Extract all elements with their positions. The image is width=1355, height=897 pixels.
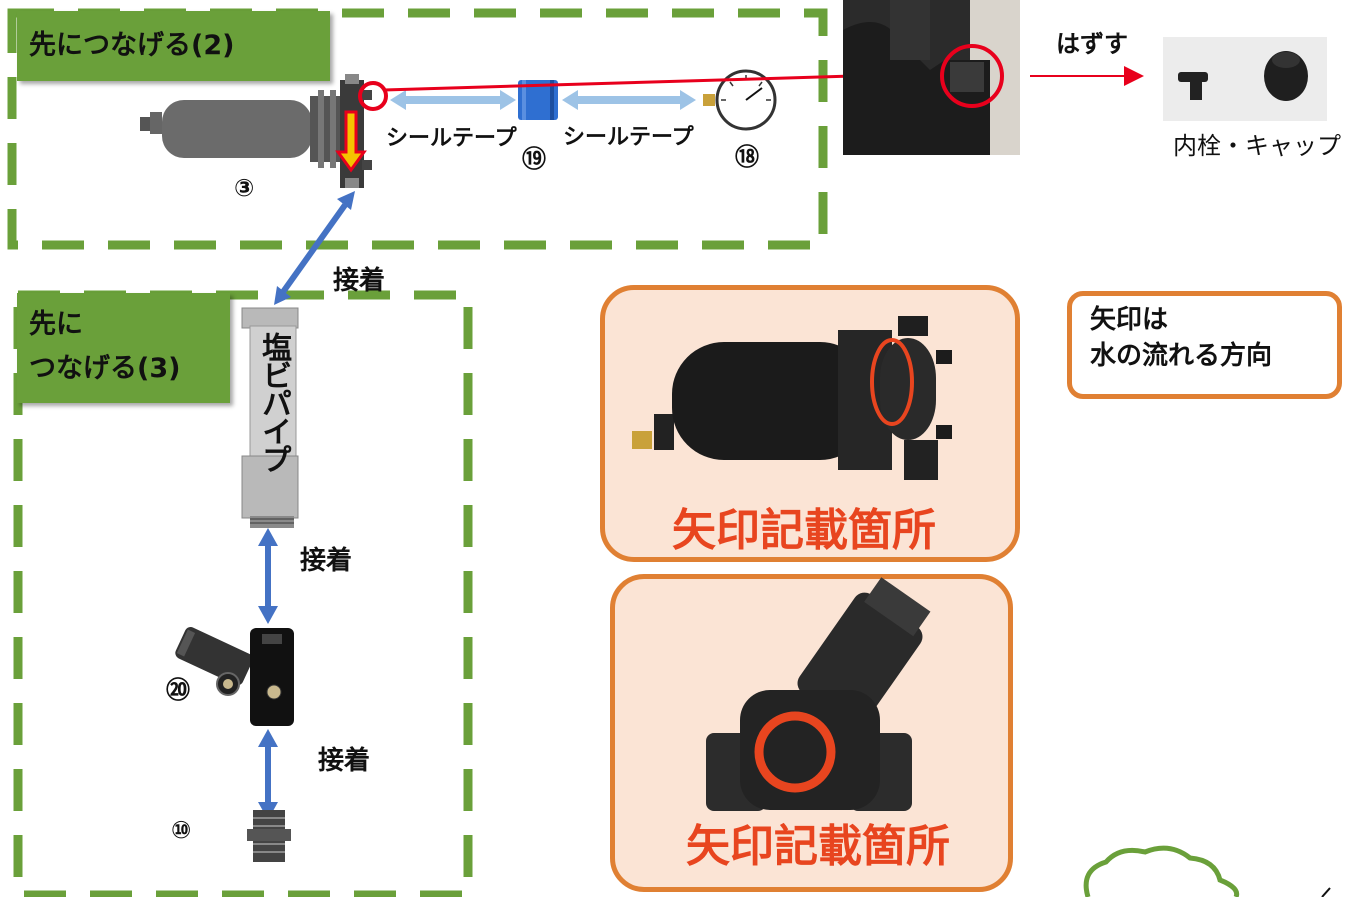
valve-20-drawing: [175, 627, 294, 726]
pvc-pipe-label: 塩ビパイプ: [256, 332, 291, 472]
top-section-border: [7, 8, 828, 250]
coupling-10-drawing: [247, 810, 291, 862]
part-number-19: ⑲: [522, 145, 546, 173]
arrow-note-line1: 矢印は: [1090, 305, 1169, 335]
part-number-18: ⑱: [735, 143, 759, 171]
cloud-corner-mark: [1321, 887, 1331, 897]
part-number-10: ⑩: [171, 816, 192, 844]
remove-label: はずす: [1056, 30, 1128, 58]
valve-body-photo: [706, 577, 931, 811]
part-number-20: ⑳: [166, 676, 190, 704]
pressure-gauge-18-drawing: [703, 69, 777, 131]
outlet-photo: [843, 0, 1020, 155]
cloud-decoration: [1083, 845, 1240, 897]
socket-19-drawing: [518, 80, 558, 120]
bottom-section-title-line1: 先に: [29, 309, 83, 340]
bottom-section-border: [13, 290, 473, 897]
filter-photo-caption: 矢印記載箇所: [672, 505, 936, 556]
bottom-section-title: 先に つなげる(3): [17, 293, 230, 403]
seal-tape-label-2: シールテープ: [563, 125, 694, 150]
plug-cap-photo: [1163, 37, 1327, 121]
glue-arrow-2: [258, 528, 278, 624]
glue-label-3: 接着: [318, 746, 371, 776]
arrow-note-line2: 水の流れる方向: [1090, 341, 1273, 371]
plug-cap-label: 内栓・キャップ: [1173, 132, 1341, 160]
outlet-highlight-circle: [358, 81, 388, 111]
filter-3-drawing: [140, 74, 372, 188]
arrow-note-box: 矢印は 水の流れる方向: [1067, 291, 1342, 399]
top-section-title: 先につなげる(2): [17, 11, 330, 81]
seal-arrow-2: [562, 90, 696, 110]
glue-arrow-1: [274, 191, 355, 305]
seal-arrow-1: [390, 90, 516, 110]
top-section-title-text: 先につなげる(2): [29, 30, 235, 61]
filter-body-photo: [632, 316, 952, 480]
seal-tape-label-1: シールテープ: [386, 126, 517, 151]
bottom-section-title-line2: つなげる(3): [29, 353, 181, 384]
glue-arrow-3: [258, 729, 278, 820]
glue-label-1: 接着: [333, 266, 386, 296]
part-number-3: ③: [234, 174, 255, 202]
valve-photo-caption: 矢印記載箇所: [686, 821, 950, 872]
pvc-pipe-drawing: [241, 307, 299, 528]
glue-label-2: 接着: [300, 546, 353, 576]
